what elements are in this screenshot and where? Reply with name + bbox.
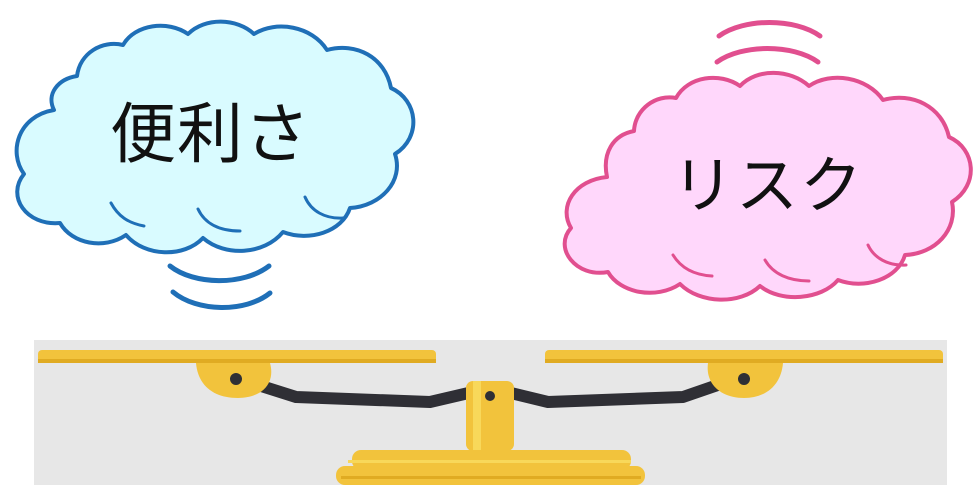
- cloud-right-icon: [562, 70, 973, 302]
- right-wave-icon: [714, 20, 823, 65]
- balance-scale-icon: [34, 340, 947, 485]
- convenience-label: 便利さ: [110, 96, 311, 173]
- risk-label: リスク: [672, 149, 865, 222]
- cloud-left-icon: [14, 19, 416, 255]
- left-wave-icon: [167, 263, 273, 310]
